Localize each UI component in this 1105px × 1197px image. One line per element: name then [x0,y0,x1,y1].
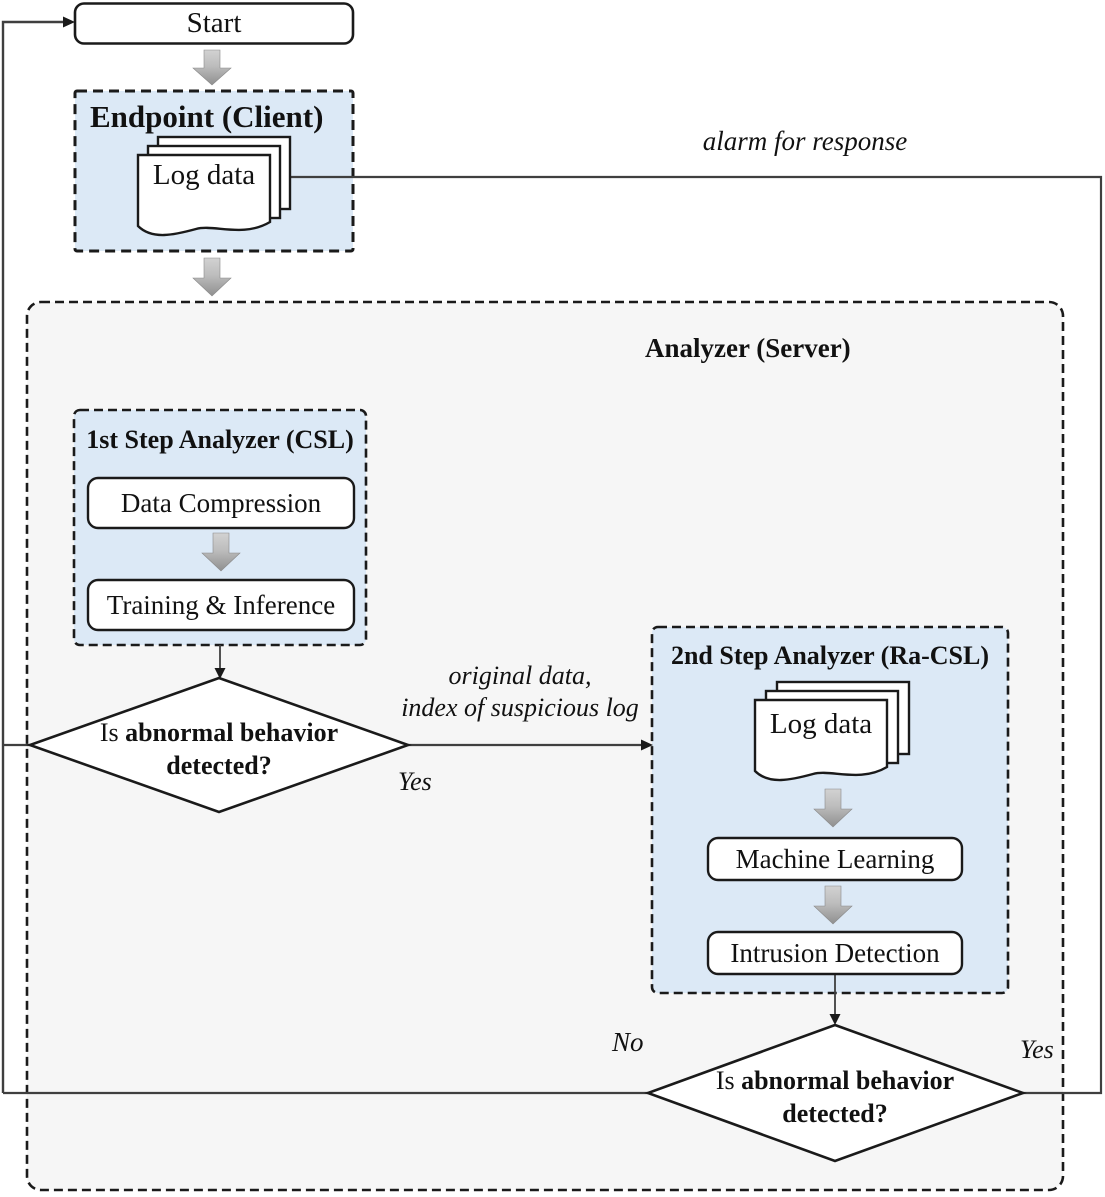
machine-learning-label: Machine Learning [735,844,935,874]
arrow-logdata-to-ml-icon [813,788,853,828]
endpoint-log-data-document-icon [136,135,292,237]
decision1-text: Is abnormal behavior detected? [99,718,339,780]
arrow-ml-to-intrusion-icon [813,885,853,925]
start-node-shape [73,2,355,45]
second-step-log-data-document-icon [753,680,911,782]
first-step-analyzer-title: 1st Step Analyzer (CSL) [86,425,354,454]
arrow-start-to-endpoint-icon [192,49,232,86]
alarm-for-response-line [290,175,1103,1095]
decision2-text: Is abnormal behavior detected? [715,1066,955,1128]
decision1-yes-label: Yes [398,767,432,796]
loop-back-to-start-line [1,20,66,1093]
arrow-endpoint-to-analyzer-icon [192,257,232,297]
second-step-analyzer-title: 2nd Step Analyzer (Ra-CSL) [670,641,990,670]
alarm-for-response-label: alarm for response [702,126,908,156]
machine-learning-shape [706,836,964,882]
arrowhead-into-decision1 [214,668,226,679]
analyzer-server-title: Analyzer (Server) [645,333,851,363]
arrowhead-into-second-step [641,739,653,751]
decision2-yes-label: Yes [1020,1035,1054,1064]
arrow-compression-to-training-icon [201,532,241,572]
decision1-diamond-shape [26,676,412,814]
start-node-label: Start [186,7,242,39]
second-step-log-data-label: Log data [769,708,873,740]
decision2-no-label: No [612,1027,644,1057]
decision2-diamond-shape [644,1023,1027,1163]
training-inference-shape [86,578,356,632]
arrowhead-into-decision2 [829,1014,841,1025]
endpoint-title: Endpoint (Client) [90,99,324,134]
intrusion-detection-label: Intrusion Detection [730,938,940,968]
data-compression-shape [86,476,356,530]
original-data-index-label: original data, index of suspicious log [401,661,639,722]
intrusion-detection-shape [706,930,964,976]
data-compression-label: Data Compression [120,488,322,518]
arrowhead-into-start [63,16,75,28]
training-inference-label: Training & Inference [106,590,336,620]
endpoint-log-data-label: Log data [152,159,256,191]
